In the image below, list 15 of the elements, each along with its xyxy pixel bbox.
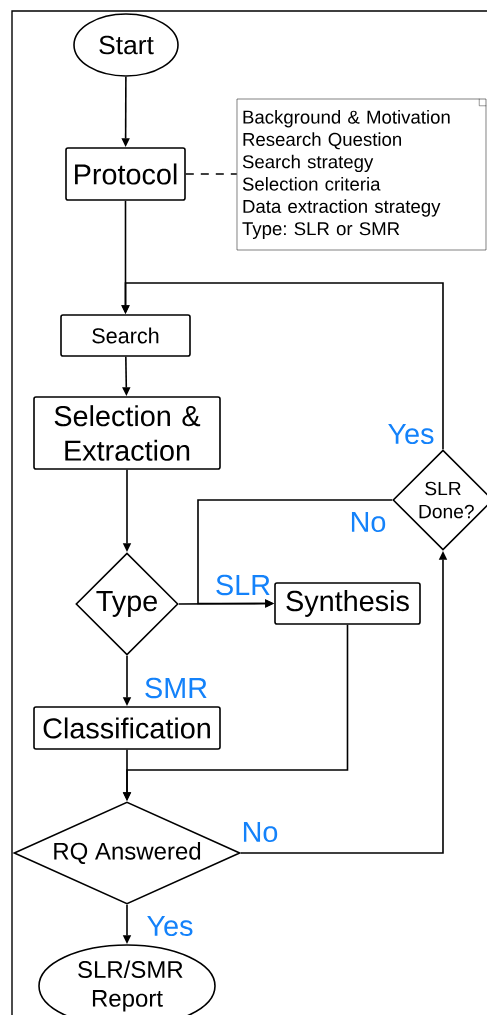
connector-line	[185, 173, 238, 175]
note-box: Background & Motivation Research Question Search strategy Selection criteria Data extraction strategy Type: SLR or SMR	[236, 98, 487, 251]
edge-label: SLR	[216, 574, 270, 596]
process-box: Classification	[33, 706, 221, 750]
edge-label: SMR	[145, 677, 207, 699]
edge-label: Yes	[388, 423, 434, 445]
process-box: Search	[60, 314, 191, 357]
process-box: Synthesis	[274, 582, 421, 625]
process-box: Protocol	[65, 147, 186, 201]
process-box: Selection & Extraction	[33, 396, 221, 470]
arrow	[121, 282, 444, 450]
edge-label: No	[243, 821, 278, 843]
arrow	[197, 499, 393, 608]
edge-label: No	[351, 511, 386, 533]
edge-label: Yes	[147, 915, 193, 937]
